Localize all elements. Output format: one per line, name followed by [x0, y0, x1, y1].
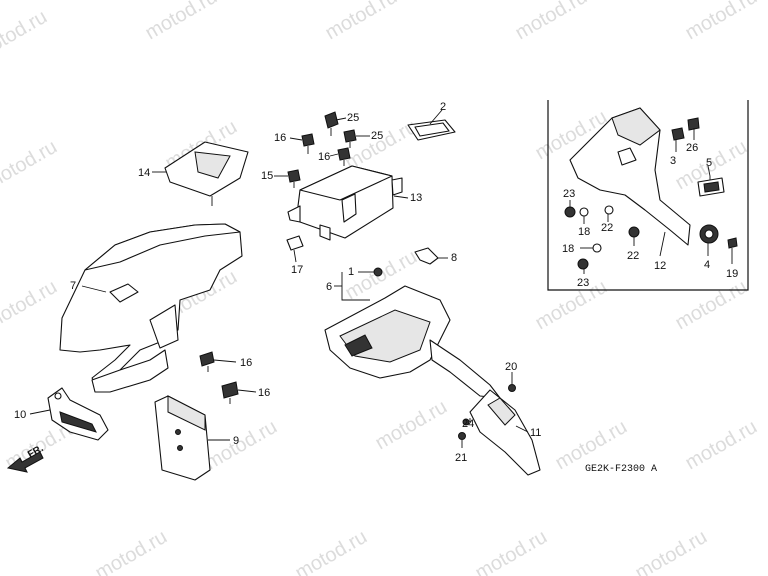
- screw-19: [727, 237, 738, 249]
- callout-5: 5: [706, 157, 712, 169]
- watermark-text: motod.ru: [0, 136, 61, 195]
- callout-16: 16: [240, 357, 252, 369]
- callout-22: 22: [601, 222, 613, 234]
- nut-1: [373, 267, 383, 277]
- callout-4: 4: [704, 259, 710, 271]
- callout-15: 15: [261, 170, 273, 182]
- callout-26: 26: [686, 142, 698, 154]
- watermark-text: motod.ru: [682, 0, 761, 44]
- bolt-15: [287, 169, 301, 188]
- part-14-cover: [164, 141, 249, 206]
- fasteners: [199, 111, 516, 440]
- callout-24: 24: [462, 418, 474, 430]
- callout-18: 18: [562, 243, 574, 255]
- callout-20: 20: [505, 361, 517, 373]
- diagram-code: GE2K-F2300 A: [585, 464, 657, 475]
- callout-1: 1: [348, 266, 354, 278]
- callout-3: 3: [670, 155, 676, 167]
- watermark-text: motod.ru: [0, 276, 61, 335]
- callout-9: 9: [233, 435, 239, 447]
- watermark-text: motod.ru: [472, 526, 551, 576]
- grommet-17: [286, 235, 304, 251]
- part-2-band: [407, 119, 456, 141]
- watermark-text: motod.ru: [292, 526, 371, 576]
- callout-11: 11: [530, 427, 541, 439]
- watermark-text: motod.ru: [0, 6, 51, 65]
- callout-labels: 2 25 16 25 16 14 15 13 17 8 1 6 7 16 16 …: [14, 101, 738, 464]
- callout-7: 7: [70, 280, 76, 292]
- callout-18: 18: [578, 226, 590, 238]
- callout-8: 8: [451, 252, 457, 264]
- part-11-reflector-stay: [469, 389, 541, 476]
- watermark-text: motod.ru: [632, 526, 711, 576]
- inset-frame: [547, 100, 749, 291]
- nut-22a: [604, 205, 614, 215]
- bolt-16c: [199, 351, 215, 372]
- nut-3: [671, 127, 685, 141]
- callout-17: 17: [291, 264, 303, 276]
- part-10-bracket: [47, 387, 109, 441]
- front-direction-arrow: FR.: [6, 443, 46, 473]
- bolt-16a: [301, 133, 315, 154]
- watermark-text: motod.ru: [672, 276, 751, 335]
- part-9-splash-guard: [154, 395, 211, 481]
- nut-23b: [577, 258, 589, 270]
- bolt-16d: [221, 381, 239, 404]
- callout-14: 14: [138, 167, 150, 179]
- callout-23: 23: [563, 188, 575, 200]
- callout-25: 25: [347, 112, 359, 124]
- callout-13: 13: [410, 192, 422, 204]
- nut-21: [458, 432, 466, 440]
- callout-16: 16: [258, 387, 270, 399]
- nut-23a: [564, 206, 576, 218]
- inset-parts: [564, 107, 738, 270]
- callout-25: 25: [371, 130, 383, 142]
- bolt-26: [687, 117, 700, 131]
- callout-23: 23: [577, 277, 589, 289]
- callout-12: 12: [654, 260, 666, 272]
- nut-22b: [628, 226, 640, 238]
- leader-lines: [29, 109, 733, 448]
- part-13-tray: [287, 165, 403, 241]
- part-6-plate-bracket: [324, 285, 501, 399]
- nut-20: [508, 384, 516, 392]
- bolt-25a: [324, 111, 339, 136]
- part-7-rear-fender: [59, 223, 243, 393]
- callout-22: 22: [627, 250, 639, 262]
- callout-19: 19: [726, 268, 738, 280]
- watermark-text: motod.ru: [322, 0, 401, 44]
- watermark-text: motod.ru: [682, 416, 761, 475]
- washer-18a: [579, 207, 589, 217]
- callout-16: 16: [274, 132, 286, 144]
- watermark-text: motod.ru: [142, 0, 221, 44]
- callout-2: 2: [440, 101, 446, 113]
- watermark-text: motod.ru: [92, 526, 171, 576]
- bolt-16b: [337, 147, 351, 166]
- callout-21: 21: [455, 452, 467, 464]
- bolt-25b: [343, 129, 357, 148]
- washer-24: [462, 418, 470, 426]
- part-8-clip: [414, 247, 439, 265]
- watermark-text: motod.ru: [372, 396, 451, 455]
- watermark-text: motod.ru: [512, 0, 591, 44]
- watermark-text: motod.ru: [532, 276, 611, 335]
- washer-18b: [592, 243, 602, 253]
- callout-16: 16: [318, 151, 330, 163]
- callout-10: 10: [14, 409, 26, 421]
- watermark-text: motod.ru: [202, 416, 281, 475]
- callout-6: 6: [326, 281, 332, 293]
